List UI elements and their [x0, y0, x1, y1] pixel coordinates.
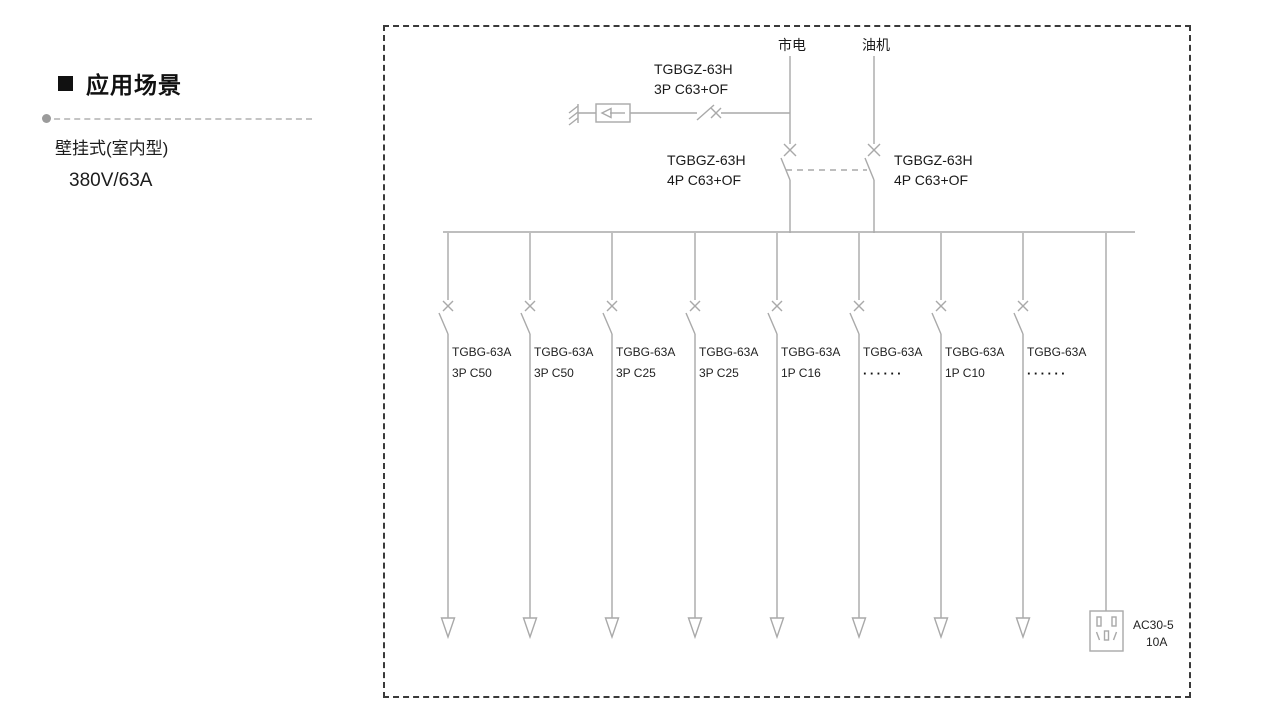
- rating-label: 380V/63A: [69, 170, 153, 191]
- load-arrow-icon: [604, 617, 620, 640]
- feeder-spec-label: ······: [863, 366, 904, 381]
- feeder-branch: [849, 233, 867, 640]
- load-arrow-icon: [522, 617, 538, 640]
- load-arrow-icon: [440, 617, 456, 640]
- feeder-spec-label: 3P C50: [534, 366, 574, 380]
- main-breaker-left-model-label: TGBGZ-63H: [667, 152, 746, 168]
- load-arrow-icon: [933, 617, 949, 640]
- main-breaker-icon: [780, 143, 797, 181]
- spd-breaker-model-label: TGBGZ-63H: [654, 61, 733, 77]
- feeder-spec-label: 3P C25: [699, 366, 739, 380]
- feeder-breaker-icon: [602, 300, 618, 335]
- feeder-branch: [685, 233, 703, 640]
- surge-arrester-icon: [595, 103, 631, 123]
- feeder-model-label: TGBG-63A: [534, 345, 594, 359]
- power-socket-icon: [1089, 610, 1124, 652]
- main-breaker-icon: [864, 143, 881, 181]
- feeder-spec-label: 3P C25: [616, 366, 656, 380]
- page-title: 应用场景: [86, 72, 182, 98]
- spd-breaker-icon: [696, 104, 722, 121]
- feeder-spec-label: 3P C50: [452, 366, 492, 380]
- feeder-branch: [767, 233, 785, 640]
- feeder-model-label: TGBG-63A: [616, 345, 676, 359]
- load-arrow-icon: [687, 617, 703, 640]
- feeder-breaker-icon: [438, 300, 454, 335]
- feeder-model-label: TGBG-63A: [452, 345, 512, 359]
- feeder-spec-label: 1P C16: [781, 366, 821, 380]
- main-breaker-left-spec-label: 4P C63+OF: [667, 172, 742, 188]
- mount-type-label: 壁挂式(室内型): [55, 139, 169, 158]
- feeder-model-label: TGBG-63A: [945, 345, 1005, 359]
- diagram-border: [383, 25, 1191, 698]
- socket-model-label: AC30-5: [1133, 618, 1174, 632]
- feeder-spec-label: 1P C10: [945, 366, 985, 380]
- section-heading: 应用场景: [44, 66, 344, 100]
- feeder-branch: [931, 233, 949, 640]
- feeder-breaker-icon: [849, 300, 865, 335]
- divider-dot-icon: [42, 114, 51, 123]
- mains-source-label: 市电: [778, 37, 806, 53]
- feeder-branch: [1013, 233, 1031, 640]
- feeder-spec-label: ······: [1027, 366, 1068, 381]
- feeder-breaker-icon: [685, 300, 701, 335]
- feeder-model-label: TGBG-63A: [781, 345, 841, 359]
- main-breaker-right-model-label: TGBGZ-63H: [894, 152, 973, 168]
- square-bullet-icon: [58, 75, 73, 91]
- genset-source-label: 油机: [862, 37, 890, 53]
- feeder-breaker-icon: [767, 300, 783, 335]
- spd-breaker-spec-label: 3P C63+OF: [654, 81, 729, 97]
- feeder-breaker-icon: [1013, 300, 1029, 335]
- feeder-breaker-icon: [931, 300, 947, 335]
- load-arrow-icon: [851, 617, 867, 640]
- socket-rating-label: 10A: [1146, 635, 1168, 649]
- feeder-model-label: TGBG-63A: [1027, 345, 1087, 359]
- feeder-breaker-icon: [520, 300, 536, 335]
- earth-ground-icon: [568, 104, 579, 126]
- load-arrow-icon: [769, 617, 785, 640]
- feeder-model-label: TGBG-63A: [699, 345, 759, 359]
- intro-section: 应用场景 壁挂式(室内型) 380V/63A: [42, 66, 344, 192]
- main-breaker-right-spec-label: 4P C63+OF: [894, 172, 969, 188]
- feeder-model-label: TGBG-63A: [863, 345, 923, 359]
- feeder-branch: [520, 233, 538, 640]
- feeder-branch: [602, 233, 620, 640]
- feeder-branch: [438, 233, 456, 640]
- dashed-divider: [42, 114, 312, 123]
- load-arrow-icon: [1015, 617, 1031, 640]
